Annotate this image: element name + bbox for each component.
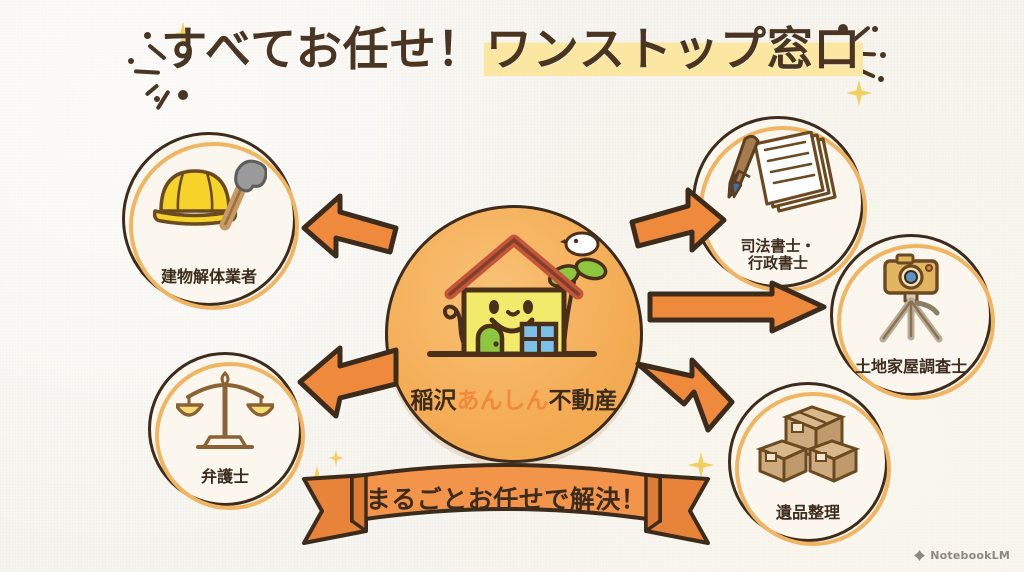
bubble-demolition-label: 建物解体業者	[160, 267, 257, 287]
sparkle-dot-icon	[880, 52, 886, 58]
sparkle-dot-icon	[144, 32, 151, 39]
center-company-name: 稲沢あんしん不動産	[388, 381, 640, 415]
center-label-prefix: 稲沢	[410, 388, 457, 414]
arrow-right-icon	[647, 280, 827, 334]
pen-documents-icon	[695, 131, 861, 217]
title-part-1: すべてお任せ！	[161, 22, 484, 76]
ribbon-text: まるごとお任せで解決！	[365, 485, 647, 514]
watermark: NotebookLM	[913, 549, 1010, 562]
bubble-surveyor[interactable]: 土地家屋調査士	[830, 234, 995, 400]
smiling-house-logo	[427, 231, 608, 357]
sparkle-star-icon	[846, 80, 872, 106]
cardboard-boxes-icon	[731, 399, 885, 485]
sparkle-dot-icon	[878, 76, 884, 82]
bubble-lawyer[interactable]: 弁護士	[148, 352, 305, 510]
arrow-up-right-icon	[629, 187, 727, 253]
sparkle-dot-icon	[872, 26, 878, 32]
bubble-lawyer-label: 弁護士	[200, 467, 249, 487]
center-label-suffix: 不動産	[548, 388, 618, 414]
sparkle-cluster-right	[832, 18, 918, 110]
sparkle-dot-icon	[128, 58, 134, 64]
bubble-scrivener-label-line1: 司法書士・	[740, 236, 816, 255]
bubble-surveyor-label: 土地家屋調査士	[854, 357, 967, 377]
sparkle-ray-icon	[144, 83, 160, 97]
watermark-label: NotebookLM	[930, 549, 1010, 562]
bubble-scrivener-label: 司法書士・ 行政書士	[695, 236, 861, 273]
bubble-scrivener[interactable]: 司法書士・ 行政書士	[692, 116, 867, 292]
bubble-estate-cleanup[interactable]: 遺品整理	[728, 382, 891, 546]
bubble-scrivener-label-line2: 行政書士	[747, 254, 808, 273]
bubble-demolition[interactable]: 建物解体業者	[122, 132, 299, 310]
camera-tripod-icon	[833, 251, 989, 343]
scales-of-justice-icon	[151, 369, 299, 453]
ribbon-banner[interactable]: まるごとお任せで解決！	[296, 455, 716, 550]
page-title: すべてお任せ！ワンストップ窓口	[0, 22, 1024, 76]
arrow-up-left-icon	[301, 193, 399, 259]
center-label-accent: あんしん	[456, 388, 549, 414]
sparkle-cluster-left	[128, 18, 214, 111]
title-part-2-highlighted: ワンストップ窓口	[483, 22, 863, 76]
notebooklm-icon	[914, 550, 926, 561]
arrow-down-right-icon	[635, 357, 735, 433]
hardhat-hammer-icon	[125, 149, 293, 233]
bubble-estate-cleanup-label: 遺品整理	[775, 503, 840, 523]
sparkle-dot-icon	[154, 96, 160, 102]
sparkle-dot-icon	[178, 90, 188, 100]
ribbon-shape	[302, 463, 710, 545]
arrow-down-left-icon	[297, 345, 399, 419]
center-company-circle[interactable]: 稲沢あんしん不動産	[385, 205, 643, 463]
